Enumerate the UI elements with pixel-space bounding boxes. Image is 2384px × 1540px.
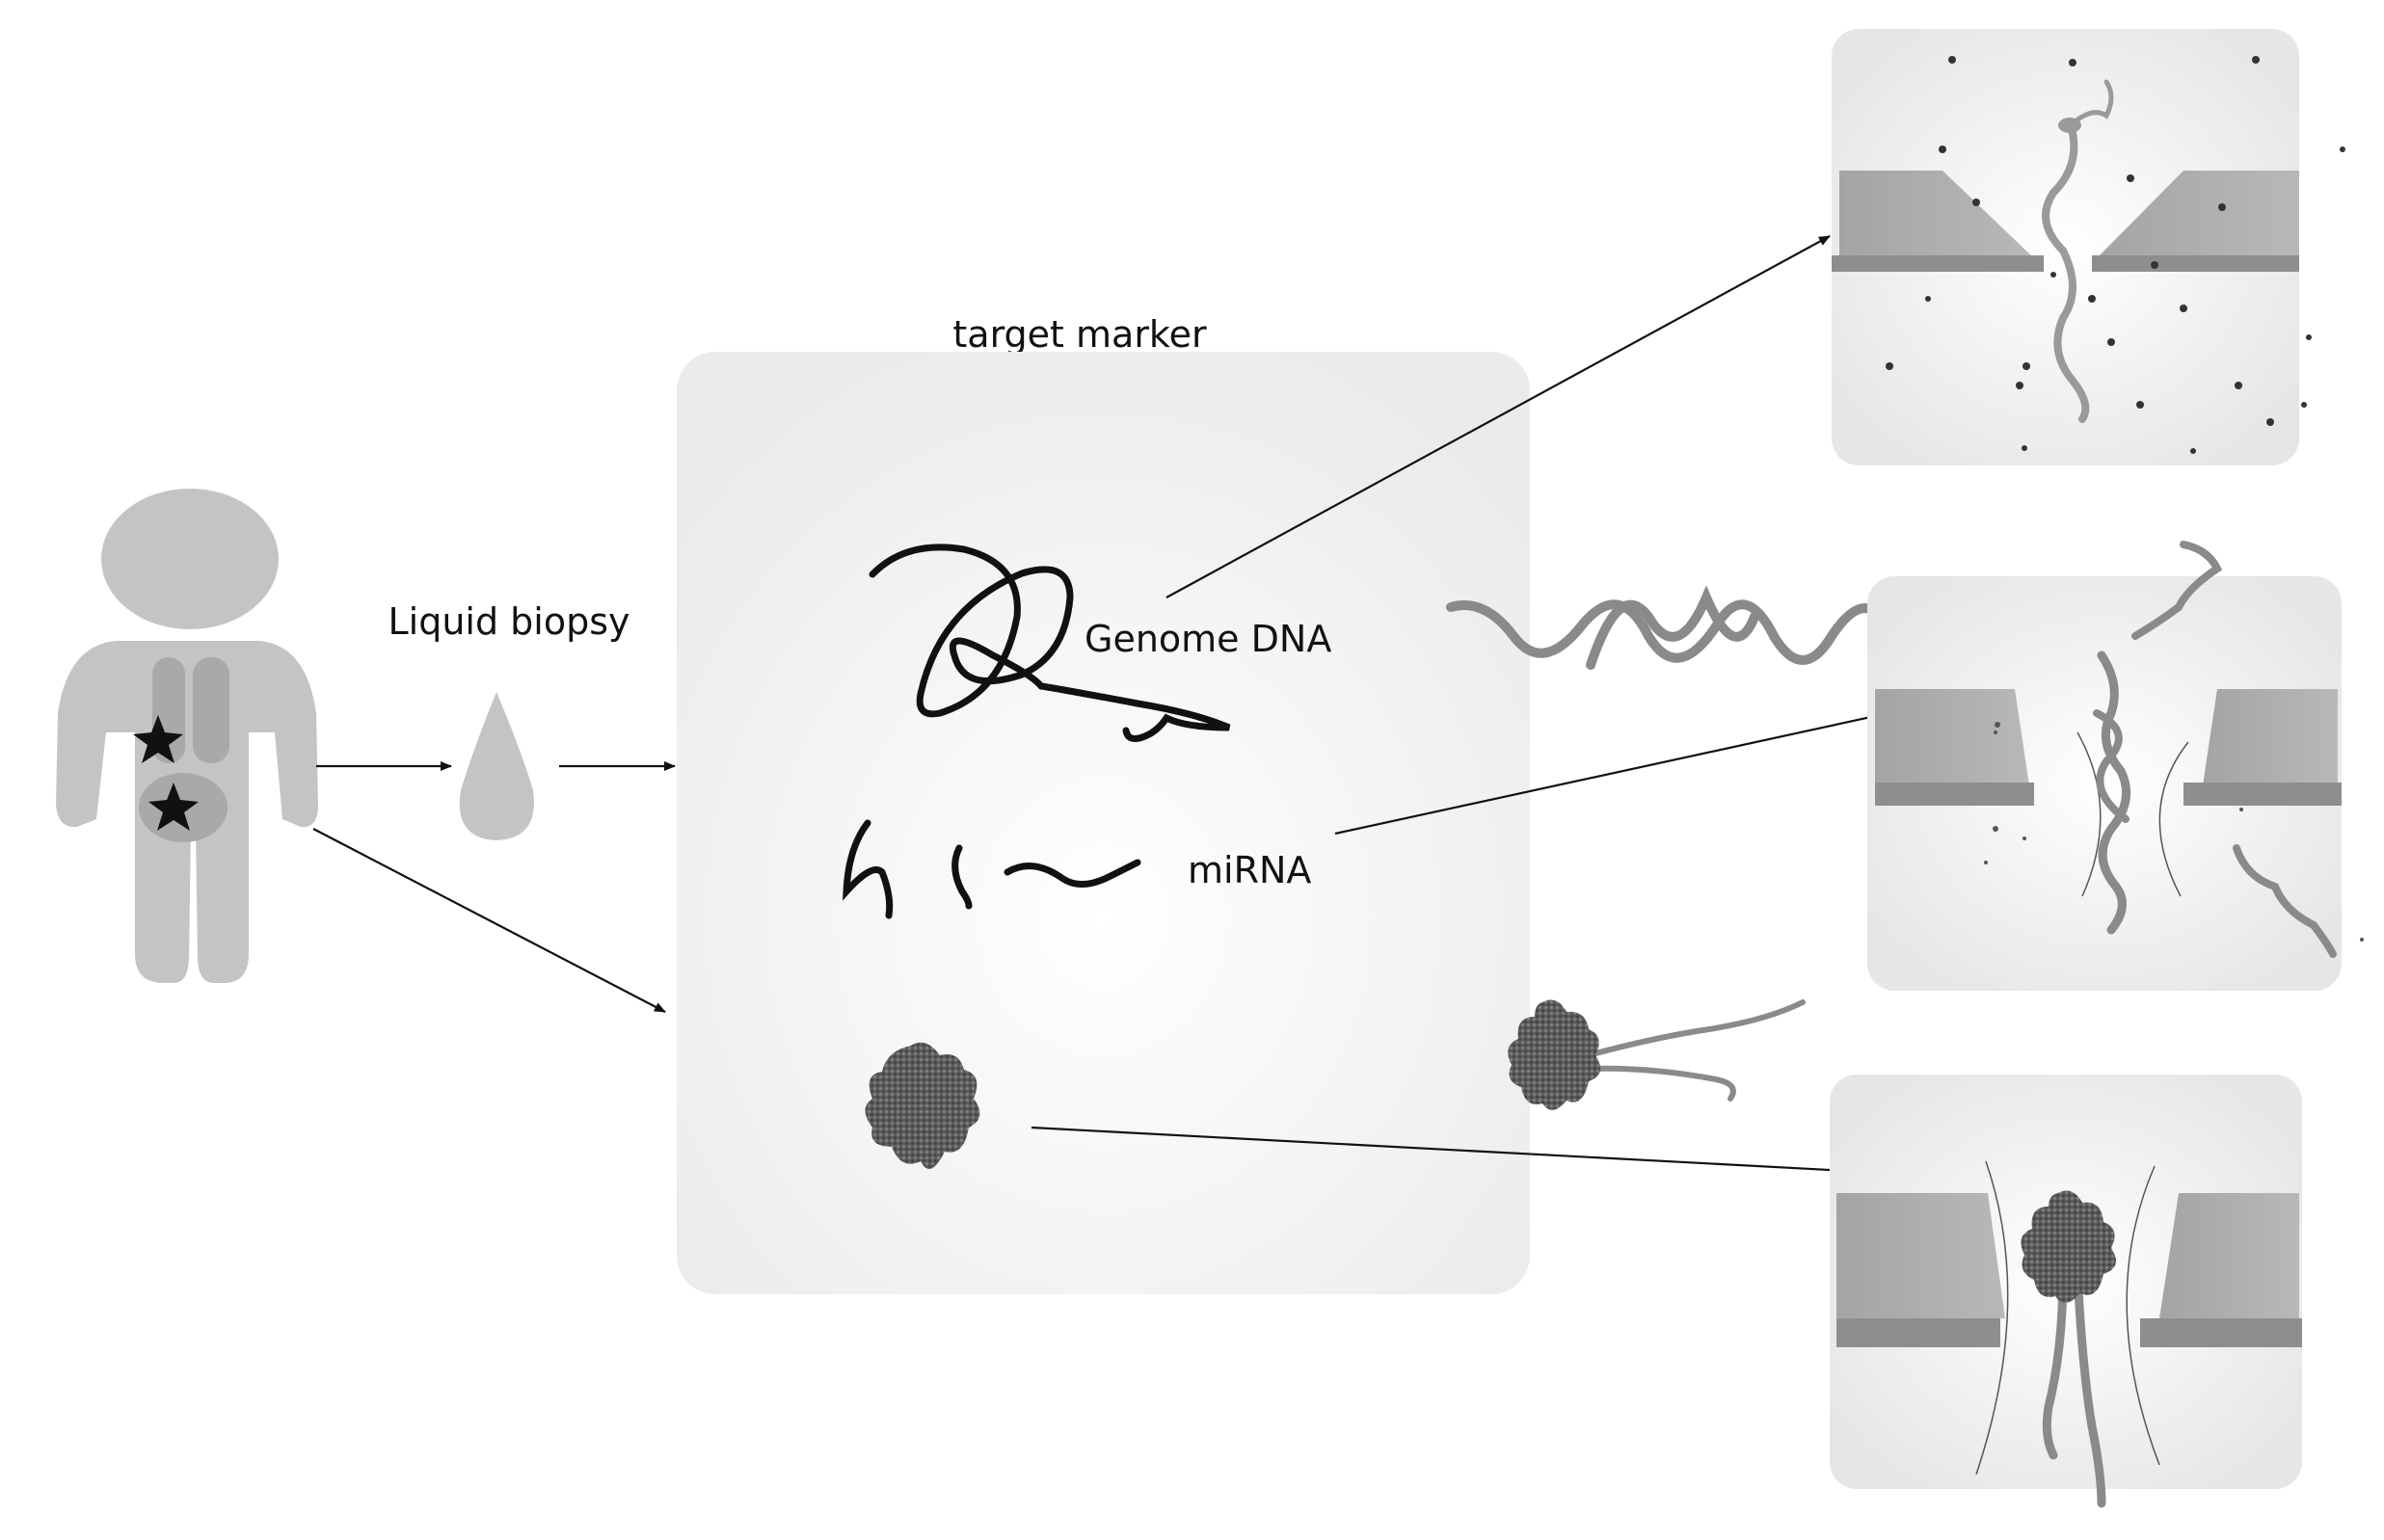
tumor-star-icon [148,783,199,831]
liquid-biopsy-label: Liquid biopsy [388,600,629,643]
protein-with-tails-icon [1508,999,1806,1110]
nanopore-mirna-panel [1867,541,2364,991]
tumor-star-icon [133,715,183,763]
target-marker-panel [677,352,1530,1294]
mirna-strand-icon [843,819,1141,919]
mirna-label: miRNA [1188,849,1311,891]
right-lung-organ [193,657,229,763]
target-marker-label: target marker [952,313,1207,356]
nanopore-dna-panel [1832,29,2345,465]
protein-cluster-icon [865,1042,980,1169]
genome-dna-strand-icon [869,544,1231,742]
genome-dna-label: Genome DNA [1085,618,1331,660]
arrow-person-to-protein [312,828,666,1013]
arrow-dna-to-nanopore [1165,235,1831,598]
dna-double-helix-icon [1446,585,1885,670]
blood-drop-icon [459,692,534,840]
person-icon [56,489,318,983]
nanopore-protein-panel [1830,1075,2302,1508]
